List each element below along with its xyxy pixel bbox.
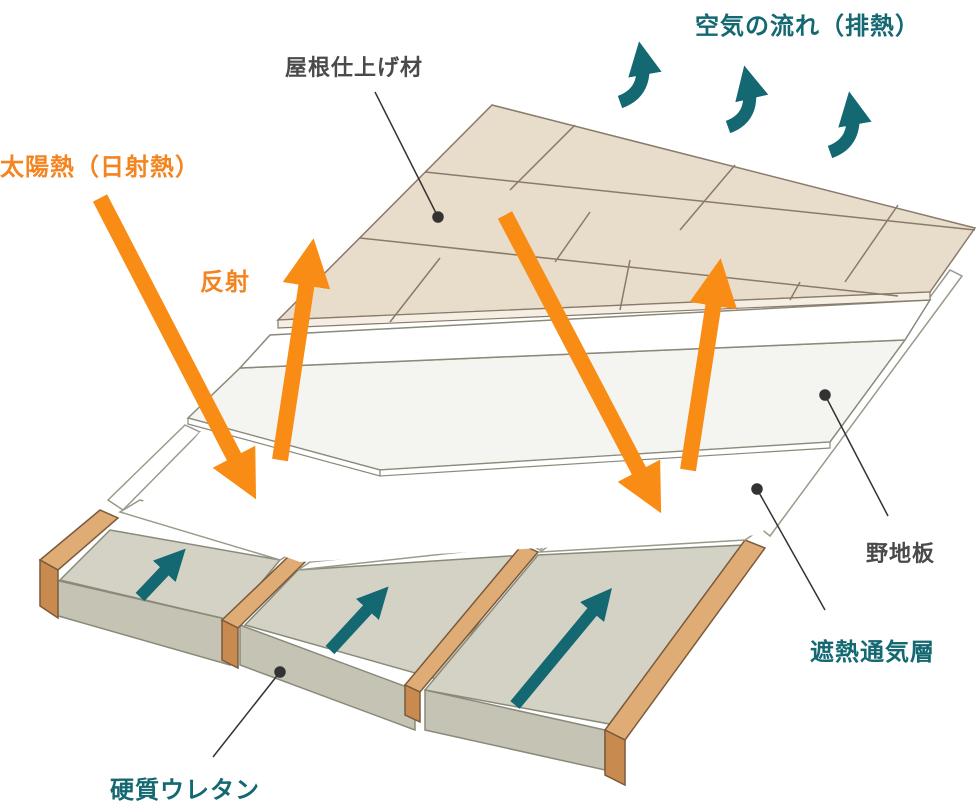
- roof-finish-tiles: [276, 104, 977, 329]
- urethane-label: 硬質ウレタン: [110, 776, 260, 804]
- air-arrow-1: [135, 548, 186, 602]
- reflection-label: 反射: [200, 268, 250, 296]
- sheathing-board: [186, 299, 932, 477]
- exhaust-arrows: [617, 41, 872, 159]
- leader-dot-roof: [432, 211, 444, 223]
- heat-shield-vent-label: 遮熱通気層: [810, 638, 935, 666]
- leader-lines: [212, 91, 889, 758]
- roof-finish-label: 屋根仕上げ材: [285, 56, 424, 81]
- solar-arrow-left: [92, 194, 257, 500]
- air-arrow-2: [325, 586, 389, 655]
- solar-heat-arrows: [92, 194, 738, 514]
- reflect-arrow-right: [680, 258, 738, 472]
- leader-dot-urethane: [274, 666, 286, 678]
- reflect-arrow-left: [272, 238, 331, 462]
- exhaust-arrow-2: [725, 65, 769, 134]
- rafters: [38, 509, 767, 787]
- solar-arrow-right: [497, 211, 662, 514]
- air-arrow-3: [510, 587, 612, 709]
- airflow-arrows: [135, 548, 612, 709]
- exhaust-arrow-3: [827, 91, 872, 159]
- vent-spacer: [106, 269, 964, 571]
- solar-heat-label: 太陽熱（日射熱）: [0, 153, 200, 181]
- urethane-layer: [54, 529, 747, 771]
- leader-dot-sheathing: [819, 389, 831, 401]
- leader-dot-vent: [751, 483, 763, 495]
- sheathing-label: 野地板: [866, 542, 936, 567]
- air-flow-label: 空気の流れ（排熱）: [695, 12, 920, 40]
- exhaust-arrow-1: [617, 41, 662, 109]
